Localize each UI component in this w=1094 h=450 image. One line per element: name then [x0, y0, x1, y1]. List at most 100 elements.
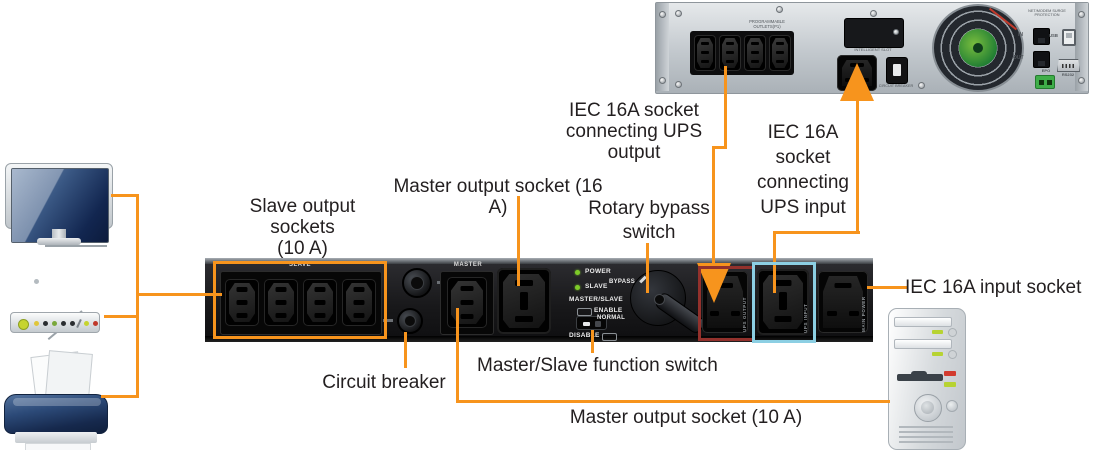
tower-led-green: [944, 382, 956, 387]
tower-led-green: [932, 352, 943, 356]
slave-output-socket: [303, 279, 337, 326]
slave-group-label: SLAVE: [288, 262, 312, 268]
enable-label: ENABLE: [594, 307, 623, 314]
slave-led-label: SLAVE: [585, 283, 608, 290]
main-power-vert-label: MAIN POWER: [861, 296, 866, 332]
intelligent-slot-label: INTELLIGENT SLOT: [854, 47, 892, 52]
ups-input-socket: [757, 269, 809, 335]
ups-output-outlet: [769, 35, 791, 71]
connector-ups-output-a: [724, 66, 727, 149]
router-led: [43, 321, 48, 326]
router-led: [34, 321, 39, 326]
tower-led-green: [932, 330, 943, 334]
main-power-inlet: [818, 271, 868, 333]
disable-label: DISABLE: [569, 332, 600, 339]
antenna-tip: [34, 279, 39, 284]
reset-button: [946, 400, 958, 412]
power-button: [914, 394, 942, 422]
connector-master16: [517, 196, 520, 286]
master-slave-function-switch: [576, 316, 607, 330]
drive-bay: [894, 339, 952, 349]
connector-circuit-breaker: [404, 332, 407, 368]
screw: [870, 10, 877, 17]
arrow-into-ups-output-socket: [697, 263, 731, 303]
master-switch-rear-panel: SLAVE MASTER POWER SLAVE MA: [205, 258, 873, 342]
rj45-out-port: [1033, 51, 1050, 68]
arrow-into-ups-ac-inlet: [840, 63, 874, 101]
master-socket-panel: [440, 271, 494, 335]
connector-trunk: [136, 194, 139, 398]
power-led: [575, 270, 580, 275]
usb-label: USB: [1049, 33, 1058, 38]
ups-output-outlet: [719, 35, 741, 71]
circuit-breaker-top: [402, 268, 432, 298]
eject-button: [948, 328, 957, 337]
ups-circuit-breaker: [886, 57, 908, 84]
slave-output-socket: [342, 279, 376, 326]
monitor-shadow: [45, 245, 107, 247]
cooling-fan: [932, 4, 1024, 92]
breaker-dash: [383, 319, 393, 322]
monitor: [5, 163, 115, 249]
screw: [776, 6, 783, 13]
router-body: [10, 312, 100, 333]
connector-router: [104, 315, 139, 318]
connector-main-power: [867, 286, 907, 289]
highlight-box-ups-input: [752, 262, 816, 343]
monitor-neck: [52, 229, 66, 239]
bypass-label: BYPASS: [609, 279, 636, 285]
master-slave-title: MASTER/SLAVE: [569, 296, 624, 303]
rj45-in-label: IN: [1018, 32, 1023, 38]
printer-body: [4, 394, 108, 434]
connector-ms-switch: [591, 330, 594, 353]
annotation-circuit-breaker: Circuit breaker: [322, 372, 446, 393]
rotary-bypass-knob: [630, 270, 708, 336]
epo-terminal: [1035, 75, 1055, 89]
printer-tray: [15, 432, 97, 443]
screw: [918, 82, 925, 89]
screw: [659, 77, 666, 84]
annotation-input-socket: IEC 16A input socket: [905, 277, 1082, 298]
intelligent-slot: [844, 18, 904, 48]
screw: [659, 11, 666, 18]
router-led: [52, 321, 57, 326]
connector-master10-v: [456, 308, 459, 403]
master-group-label: MASTER: [453, 262, 483, 268]
ups-rear-panel: PROGRAMMABLE OUTLETS(P1) INTELLIGENT SLO…: [655, 2, 1089, 94]
tower-led-red: [944, 371, 956, 376]
router-led: [61, 321, 66, 326]
rs232-port: [1057, 59, 1080, 72]
slave-output-socket: [264, 279, 298, 326]
rack-ear-left: [656, 3, 669, 91]
slave-socket-panel: [220, 271, 382, 335]
slave-output-socket: [225, 279, 259, 326]
highlight-box-ups-output: [698, 266, 755, 341]
printer-paper: [45, 350, 93, 400]
annotation-master16: Master output socket (16 A): [393, 176, 603, 218]
annotation-slave-sockets: Slave output sockets(10 A): [249, 196, 356, 259]
connector-printer: [101, 395, 139, 398]
ups-output-outlet: [744, 35, 766, 71]
drive-bay: [894, 317, 952, 327]
fan-wire: [988, 7, 1018, 31]
power-led-label: POWER: [585, 268, 612, 275]
screw: [1078, 77, 1085, 84]
monitor-base: [37, 238, 81, 245]
router-led: [84, 321, 89, 326]
screw: [675, 10, 682, 17]
disable-icon: [602, 333, 617, 341]
screw: [1078, 11, 1085, 18]
connector-ups-input-b: [773, 231, 860, 234]
surge-protection-label: NET/MODEM SURGE: [1028, 9, 1066, 13]
tower-vents: [899, 426, 953, 446]
enable-icon: [577, 308, 592, 316]
router-led: [18, 319, 29, 330]
connector-monitor: [111, 194, 139, 197]
connector-slave-group: [136, 293, 222, 296]
rs232-label: RS232: [1061, 72, 1075, 77]
annotation-master10: Master output socket (10 A): [569, 407, 803, 428]
